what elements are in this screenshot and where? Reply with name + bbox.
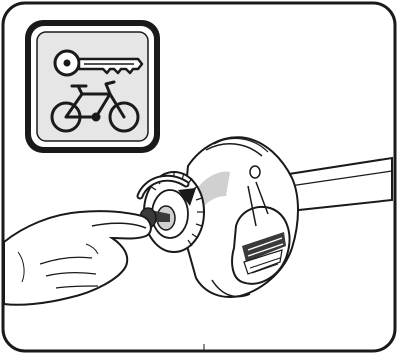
key-bicycle-badge (25, 20, 160, 153)
